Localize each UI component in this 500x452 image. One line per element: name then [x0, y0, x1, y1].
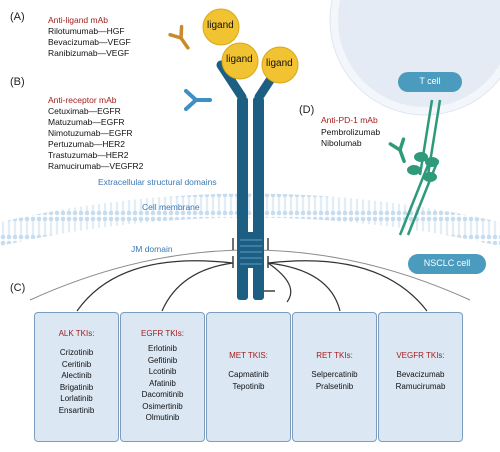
tki-drug: Osimertinib: [142, 401, 183, 411]
pd1-pdl1-complex: [398, 99, 442, 236]
tki-drug: Olmutinib: [145, 413, 180, 422]
section-c-marker: (C): [10, 282, 26, 294]
nsclc-label: NSCLC cell: [423, 258, 471, 268]
tki-drug: Afatinib: [149, 378, 176, 388]
tki-drug: Ramucirumab: [395, 381, 446, 391]
ligand-circle: [202, 8, 240, 46]
section-b-item: Nimotuzumab—EGFR: [48, 128, 133, 138]
section-a-heading: Anti-ligand mAb: [48, 15, 109, 25]
ligand-group: [202, 8, 299, 84]
section-d-item: Nibolumab: [321, 138, 362, 148]
section-d-heading: Anti-PD-1 mAb: [321, 115, 378, 125]
tki-box-title: VEGFR TKIs:: [396, 351, 445, 360]
tki-drug: Crizotinib: [59, 348, 94, 357]
membrane-label: Cell membrane: [142, 202, 200, 212]
inhibition-bars: [232, 238, 275, 292]
t-cell-label: T cell: [419, 76, 441, 86]
tki-drug: Lcotinib: [148, 367, 177, 376]
anti-ligand-antibody: [168, 24, 190, 50]
inhibition-lines: [76, 260, 428, 312]
tki-drug: Ceritinib: [61, 359, 92, 369]
section-a-item: Ranibizumab—VEGF: [48, 48, 130, 58]
tki-box-title: RET TKIs:: [316, 351, 353, 360]
ligand-circle: [261, 46, 299, 84]
section-b-heading: Anti-receptor mAb: [48, 95, 117, 105]
tki-box-title: MET TKIS:: [229, 351, 268, 360]
nsclc-pill: [408, 254, 486, 274]
anti-receptor-antibody: [184, 89, 212, 111]
section-a-item: Rilotumumab—HGF: [48, 26, 125, 36]
tki-drug: Ensartinib: [58, 405, 95, 415]
tki-drug: Gefitinib: [147, 355, 178, 365]
jm-domain-label: JM domain: [131, 244, 173, 254]
section-a-item: Bevacizumab—VEGF: [48, 37, 131, 47]
tki-drug: Brigatinib: [59, 382, 94, 392]
section-b-item: Cetuximab—EGFR: [48, 106, 121, 116]
tki-drug: Pralsetinib: [315, 381, 354, 391]
tki-drug: Selpercatinib: [311, 370, 358, 379]
cell-membrane: [0, 193, 500, 246]
ligand-label: ligand: [266, 58, 293, 69]
ligand-label: ligand: [207, 20, 234, 31]
tki-drug: Dacomitinib: [141, 390, 184, 399]
tki-box-title: EGFR TKIs:: [141, 329, 184, 338]
section-b-marker: (B): [10, 76, 25, 88]
anti-pd1-antibody: [388, 137, 406, 164]
tki-box-title: ALK TKIs:: [58, 329, 95, 338]
tki-drug: Capmatinib: [228, 370, 269, 379]
section-a-list: Rilotumumab—HGF Bevacizumab—VEGF Ranibiz…: [48, 26, 131, 59]
tki-drug: Tepotinib: [232, 381, 265, 391]
section-d-list: Pembrolizumab Nibolumab: [321, 127, 380, 149]
section-a-marker: (A): [10, 11, 25, 23]
section-b-item: Matuzumab—EGFR: [48, 117, 125, 127]
section-b-item: Pertuzumab—HER2: [48, 139, 126, 149]
section-d-marker: (D): [299, 104, 315, 116]
tki-drug: Erlotinib: [148, 344, 177, 353]
section-b-item: Ramucirumab—VEGFR2: [48, 161, 144, 171]
extracellular-label: Extracellular structural domains: [98, 177, 217, 187]
section-b-item: Trastuzumab—HER2: [48, 150, 129, 160]
tki-drug: Alectinib: [61, 371, 92, 380]
tki-drug: Bevacizumab: [396, 370, 445, 379]
section-d-item: Pembrolizumab: [321, 127, 381, 137]
tki-drug: Lorlatinib: [60, 394, 93, 403]
t-cell-pill: [398, 72, 462, 92]
ligand-circle: [221, 42, 259, 80]
section-b-list: Cetuximab—EGFR Matuzumab—EGFR Nimotuzuma…: [48, 106, 143, 172]
ligand-label: ligand: [226, 54, 253, 65]
